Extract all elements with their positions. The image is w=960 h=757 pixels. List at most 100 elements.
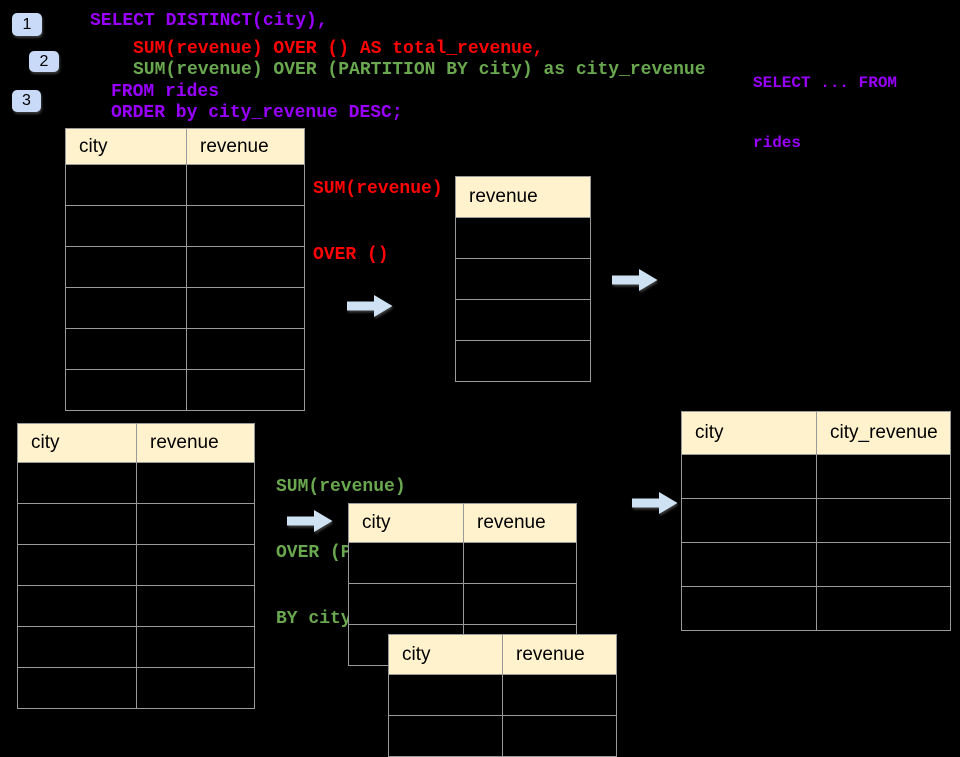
- table-row: [455, 299, 591, 341]
- table-row: [65, 328, 305, 370]
- sql-line-partition: SUM(revenue) OVER (PARTITION BY city) as…: [133, 60, 706, 80]
- table-cell-empty: [186, 205, 305, 247]
- table-cell-empty: [65, 287, 187, 329]
- table-cell-empty: [348, 542, 464, 584]
- table-cell-empty: [502, 674, 617, 716]
- table-cell-empty: [136, 544, 255, 586]
- label-total-line-2: OVER (): [313, 245, 389, 265]
- table-header-row: revenue: [455, 176, 591, 218]
- table-cell-empty: [348, 583, 464, 625]
- sql-line-total: SUM(revenue) OVER () AS total_revenue,: [133, 39, 544, 59]
- table-row: [681, 586, 951, 631]
- table-cell-empty: [186, 369, 305, 411]
- table-cell-empty: [816, 498, 951, 543]
- column-header-revenue: revenue: [186, 128, 305, 165]
- table-cell-empty: [136, 626, 255, 668]
- rides-source-table-top: city revenue: [65, 128, 305, 411]
- arrow-right-icon: [612, 269, 658, 291]
- arrow-right-shape: [632, 492, 678, 514]
- arrow-right-shape: [612, 269, 658, 291]
- table-cell-empty: [186, 164, 305, 206]
- arrow-right-icon: [632, 492, 678, 514]
- table-cell-empty: [816, 542, 951, 587]
- step-badge-3: 3: [12, 90, 41, 112]
- arrow-right-icon: [347, 295, 393, 317]
- table-header-row: city revenue: [388, 634, 617, 675]
- table-cell-empty: [17, 585, 137, 627]
- table-cell-empty: [816, 454, 951, 499]
- table-row: [65, 287, 305, 329]
- table-row: [65, 246, 305, 288]
- rides-source-table-bottom: city revenue: [17, 423, 255, 709]
- label-total-line-1: SUM(revenue): [313, 179, 443, 199]
- table-row: [17, 462, 255, 504]
- table-row: [65, 205, 305, 247]
- table-row: [388, 674, 617, 716]
- step-badge-2: 2: [29, 51, 59, 72]
- table-cell-empty: [65, 328, 187, 370]
- column-header-city: city: [65, 128, 187, 165]
- table-cell-empty: [17, 626, 137, 668]
- table-cell-empty: [136, 503, 255, 545]
- table-cell-empty: [455, 340, 591, 382]
- table-cell-empty: [463, 583, 577, 625]
- table-cell-empty: [65, 369, 187, 411]
- table-cell-empty: [186, 328, 305, 370]
- side-snippet-line-1: SELECT ... FROM: [753, 74, 898, 92]
- table-row: [455, 217, 591, 259]
- column-header-revenue: revenue: [502, 634, 617, 675]
- table-cell-empty: [17, 462, 137, 504]
- arrow-right-shape: [347, 295, 393, 317]
- table-cell-empty: [681, 454, 817, 499]
- table-cell-empty: [816, 586, 951, 631]
- table-cell-empty: [17, 667, 137, 709]
- table-cell-empty: [455, 299, 591, 341]
- city-revenue-result-table: city city_revenue: [681, 411, 951, 631]
- table-cell-empty: [186, 287, 305, 329]
- arrow-right-shape: [287, 510, 333, 532]
- column-header-city: city: [348, 503, 464, 543]
- partition-table-front: city revenue: [388, 634, 617, 757]
- arrow-right-icon: [287, 510, 333, 532]
- side-snippet-line-2: rides: [753, 134, 802, 152]
- table-row: [17, 503, 255, 545]
- label-partition-line-1: SUM(revenue): [276, 477, 406, 497]
- table-row: [17, 626, 255, 668]
- table-row: [17, 667, 255, 709]
- table-cell-empty: [463, 542, 577, 584]
- table-row: [348, 542, 577, 584]
- table-cell-empty: [455, 258, 591, 300]
- table-cell-empty: [681, 542, 817, 587]
- table-row: [17, 544, 255, 586]
- table-cell-empty: [17, 503, 137, 545]
- table-header-row: city revenue: [17, 423, 255, 463]
- table-cell-empty: [136, 585, 255, 627]
- table-cell-empty: [502, 715, 617, 757]
- table-header-row: city city_revenue: [681, 411, 951, 455]
- table-cell-empty: [681, 586, 817, 631]
- table-cell-empty: [136, 462, 255, 504]
- table-cell-empty: [455, 217, 591, 259]
- column-header-revenue: revenue: [136, 423, 255, 463]
- table-row: [65, 164, 305, 206]
- column-header-city: city: [388, 634, 503, 675]
- side-snippet: SELECT ... FROM rides: [753, 33, 897, 173]
- table-row: [681, 454, 951, 499]
- table-header-row: city revenue: [348, 503, 577, 543]
- step-badge-1: 1: [12, 13, 42, 36]
- table-row: [348, 583, 577, 625]
- column-header-revenue: revenue: [463, 503, 577, 543]
- label-total-window-fn: SUM(revenue) OVER (): [313, 134, 443, 288]
- column-header-city: city: [17, 423, 137, 463]
- table-header-row: city revenue: [65, 128, 305, 165]
- sql-line-from: FROM rides: [111, 82, 220, 102]
- table-cell-empty: [65, 164, 187, 206]
- table-row: [388, 715, 617, 757]
- total-revenue-result-table: revenue: [455, 176, 591, 382]
- table-cell-empty: [388, 715, 503, 757]
- table-cell-empty: [388, 674, 503, 716]
- column-header-revenue: revenue: [455, 176, 591, 218]
- table-row: [65, 369, 305, 411]
- table-row: [455, 340, 591, 382]
- table-cell-empty: [17, 544, 137, 586]
